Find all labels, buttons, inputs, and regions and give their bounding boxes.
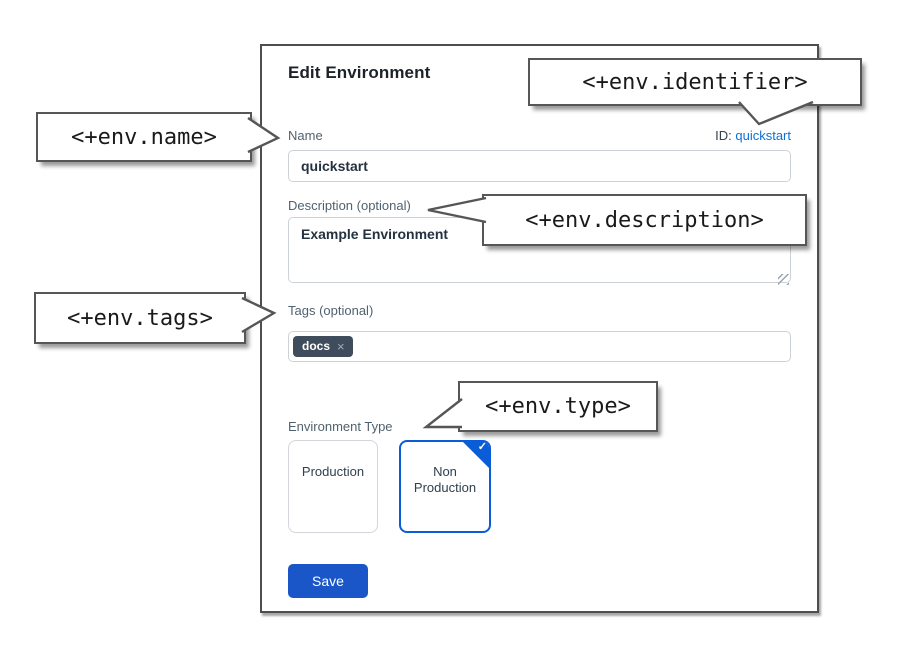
callout-env-tags: <+env.tags>: [34, 292, 277, 344]
dialog-title: Edit Environment: [288, 63, 431, 82]
callout-tail: [247, 117, 281, 154]
name-label: Name: [288, 128, 323, 143]
callout-env-identifier-text: <+env.identifier>: [582, 69, 808, 95]
callout-env-description: <+env.description>: [427, 194, 807, 246]
identifier-wrap: ID: quickstart: [715, 128, 791, 143]
type-card-non-production-label: Non Production: [413, 464, 477, 496]
callout-tail: [427, 196, 487, 224]
check-icon: ✓: [477, 441, 487, 453]
type-card-production[interactable]: Production: [288, 440, 378, 533]
environment-type-cards: Production ✓ Non Production: [288, 440, 791, 533]
callout-env-description-text: <+env.description>: [525, 207, 764, 233]
tag-remove-icon[interactable]: ×: [337, 338, 345, 354]
callout-env-tags-text: <+env.tags>: [67, 305, 213, 331]
tag-chip: docs ×: [293, 336, 353, 357]
callout-env-identifier: <+env.identifier>: [528, 58, 862, 126]
description-label: Description (optional): [288, 198, 411, 213]
callout-env-name-text: <+env.name>: [71, 124, 217, 150]
callout-env-type: <+env.type>: [422, 381, 658, 432]
name-input[interactable]: [288, 150, 791, 182]
save-button[interactable]: Save: [288, 564, 368, 598]
id-label: ID:: [715, 128, 732, 143]
tags-label: Tags (optional): [288, 303, 374, 318]
callout-env-type-text: <+env.type>: [485, 394, 631, 419]
tag-chip-label: docs: [302, 339, 331, 353]
name-row: Name ID: quickstart: [288, 128, 791, 143]
tags-input[interactable]: docs ×: [288, 331, 791, 362]
type-card-non-production[interactable]: ✓ Non Production: [399, 440, 491, 533]
resize-handle-icon[interactable]: [778, 274, 789, 285]
callout-tail: [241, 296, 277, 334]
callout-tail: [422, 398, 463, 429]
callout-tail: [738, 100, 814, 126]
edit-environment-dialog: Edit Environment Name ID: quickstart Des…: [260, 44, 819, 613]
environment-type-label: Environment Type: [288, 419, 393, 434]
selected-corner: ✓: [462, 441, 489, 469]
callout-env-name: <+env.name>: [36, 112, 281, 162]
type-card-production-label: Production: [301, 464, 365, 479]
id-value-link[interactable]: quickstart: [735, 128, 791, 143]
